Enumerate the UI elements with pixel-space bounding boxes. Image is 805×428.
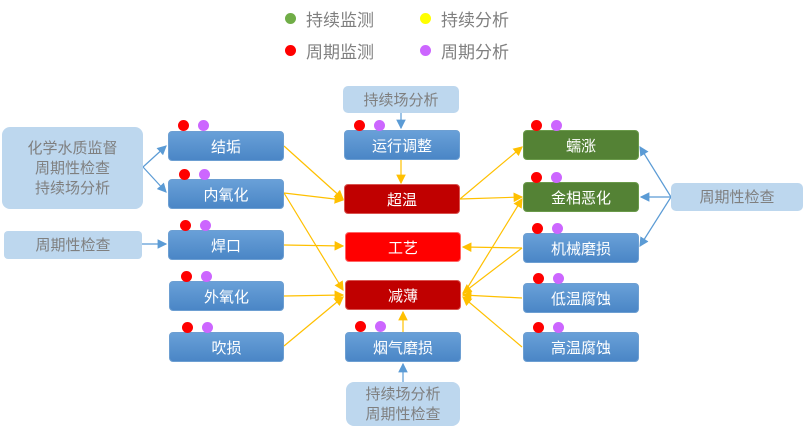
node-label: 超温: [386, 190, 417, 209]
link-jixie-jianbo: [462, 247, 523, 294]
node-label: 低温腐蚀: [550, 289, 611, 308]
node-label: 内氧化: [203, 185, 249, 204]
node-label: 结垢: [210, 137, 241, 156]
yellow-dot-icon: [420, 13, 431, 24]
green-dot-icon: [285, 13, 296, 24]
link-neiyanghua-chaowen: [283, 192, 345, 204]
node-chaowen[interactable]: 超温: [344, 184, 460, 214]
periodic-analysis-dot-icon: [552, 223, 563, 234]
source-line: 周期性检查: [34, 159, 110, 177]
node-jinxiang[interactable]: 金相恶化: [523, 182, 639, 212]
node-neiyanghua[interactable]: 内氧化: [168, 179, 284, 209]
periodic-monitoring-dot-icon: [178, 120, 189, 131]
node-jiegou[interactable]: 结垢: [168, 131, 284, 161]
periodic-monitoring-dot-icon: [533, 273, 544, 284]
source-left-top: 化学水质监督 周期性检查 持续场分析: [2, 127, 143, 209]
node-label: 机械磨损: [550, 239, 611, 258]
node-label: 焊口: [210, 236, 241, 255]
periodic-monitoring-dot-icon: [355, 321, 366, 332]
red-dot-icon: [285, 45, 296, 56]
node-jianbo[interactable]: 减薄: [345, 280, 461, 310]
link-right-to-jixie: [639, 196, 672, 248]
periodic-monitoring-dot-icon: [179, 169, 190, 180]
node-diwen[interactable]: 低温腐蚀: [523, 283, 639, 313]
periodic-analysis-dot-icon: [553, 273, 564, 284]
source-left-mid: 周期性检查: [4, 231, 142, 259]
link-water-to-jiegou: [142, 145, 167, 168]
link-hankou-gongyi: [283, 241, 345, 251]
source-line: 持续场分析: [363, 90, 439, 109]
legend-label: 持续监测: [306, 11, 374, 31]
purple-dot-icon: [420, 45, 431, 56]
source-line: 周期性检查: [365, 405, 441, 423]
node-yunxing[interactable]: 运行调整: [344, 130, 460, 160]
legend-periodic-analysis: 周期分析: [420, 38, 509, 63]
node-label: 运行调整: [371, 136, 432, 155]
source-line: 化学水质监督: [27, 139, 118, 157]
node-gongyi[interactable]: 工艺: [345, 232, 461, 262]
link-chuisun-jianbo: [283, 296, 344, 347]
periodic-monitoring-dot-icon: [531, 120, 542, 131]
periodic-monitoring-dot-icon: [182, 322, 193, 333]
periodic-monitoring-dot-icon: [532, 223, 543, 234]
link-diwen-jianbo: [461, 290, 523, 301]
periodic-monitoring-dot-icon: [354, 120, 365, 131]
periodic-monitoring-dot-icon: [181, 271, 192, 282]
periodic-analysis-dot-icon: [198, 120, 209, 131]
link-chaowen-jinxiang: [459, 192, 524, 203]
node-label: 蠕涨: [565, 136, 596, 155]
periodic-monitoring-dot-icon: [180, 220, 191, 231]
node-chuisun[interactable]: 吹损: [169, 332, 284, 362]
node-label: 高温腐蚀: [550, 338, 611, 357]
node-label: 烟气磨损: [372, 338, 433, 357]
link-chaowen-ruzhang: [459, 146, 523, 200]
legend-periodic-monitoring: 周期监测: [285, 38, 374, 63]
legend-continuous-analysis: 持续分析: [420, 6, 509, 31]
periodic-analysis-dot-icon: [553, 322, 564, 333]
node-hankou[interactable]: 焊口: [168, 230, 284, 260]
link-waiyanghua-jianbo: [283, 290, 345, 300]
node-waiyanghua[interactable]: 外氧化: [169, 281, 284, 311]
legend-label: 周期分析: [441, 43, 509, 63]
legend-label: 周期监测: [306, 43, 374, 63]
link-neiyanghua-jianbo: [283, 192, 344, 292]
periodic-analysis-dot-icon: [200, 220, 211, 231]
legend-label: 持续分析: [441, 11, 509, 31]
node-label: 金相恶化: [550, 188, 611, 207]
source-line: 周期性检查: [35, 236, 111, 254]
node-ruzhang[interactable]: 蠕涨: [523, 130, 639, 160]
periodic-analysis-dot-icon: [202, 322, 213, 333]
source-right: 周期性检查: [671, 183, 803, 211]
node-yanqi[interactable]: 烟气磨损: [345, 332, 461, 362]
periodic-analysis-dot-icon: [199, 169, 210, 180]
periodic-analysis-dot-icon: [551, 120, 562, 131]
link-gaowen-jianbo: [462, 296, 523, 348]
periodic-analysis-dot-icon: [551, 172, 562, 183]
source-bottom: 持续场分析 周期性检查: [346, 382, 460, 426]
node-label: 减薄: [387, 286, 418, 305]
periodic-analysis-dot-icon: [374, 120, 385, 131]
link-jiegou-chaowen: [283, 145, 344, 200]
node-gaowen[interactable]: 高温腐蚀: [523, 332, 639, 362]
node-jixie[interactable]: 机械磨损: [523, 233, 639, 263]
periodic-monitoring-dot-icon: [531, 172, 542, 183]
periodic-analysis-dot-icon: [201, 271, 212, 282]
source-line: 持续场分析: [365, 385, 441, 403]
node-label: 工艺: [387, 238, 418, 257]
source-line: 持续场分析: [34, 179, 110, 197]
source-top: 持续场分析: [343, 86, 459, 113]
link-right-to-ruzhang: [639, 145, 672, 198]
node-label: 吹损: [211, 338, 242, 357]
node-label: 外氧化: [203, 287, 249, 306]
legend-continuous-monitoring: 持续监测: [285, 6, 374, 31]
link-jixie-gongyi: [461, 242, 523, 252]
source-line: 周期性检查: [699, 188, 775, 206]
periodic-analysis-dot-icon: [375, 321, 386, 332]
periodic-monitoring-dot-icon: [533, 322, 544, 333]
link-water-to-neiyanghua: [142, 166, 167, 193]
